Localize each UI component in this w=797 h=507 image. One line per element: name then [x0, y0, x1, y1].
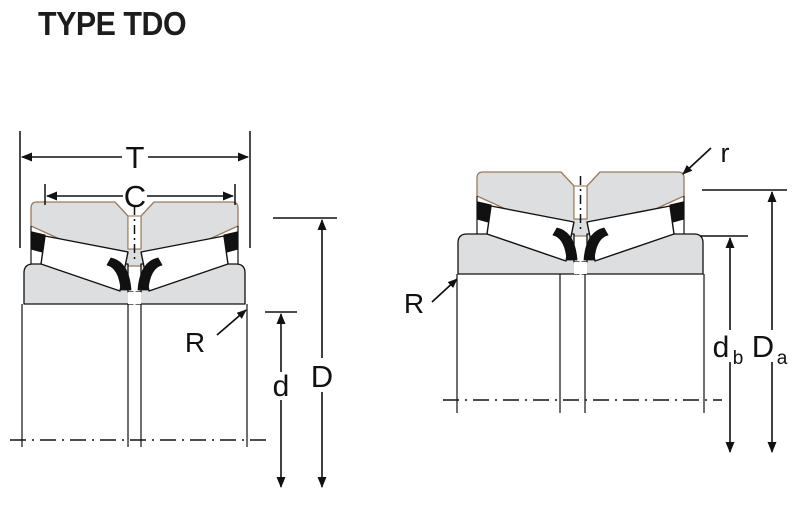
dimension-label-Da-sub: a: [777, 348, 788, 369]
right-tapered-roller: [140, 235, 229, 292]
left-cage-block-2: [476, 201, 492, 223]
dimension-label-R-right: R: [404, 288, 424, 319]
leader-r: r: [682, 138, 730, 175]
cone-spacer-gap-2: [574, 262, 587, 274]
leader-R-left: R: [185, 309, 247, 358]
cone-spacer-gap: [128, 292, 141, 304]
left-figure: T C R d: [10, 131, 337, 488]
left-tapered-roller-2: [486, 205, 575, 262]
left-inner-cage-2: [552, 227, 578, 261]
dimension-label-d: d: [273, 370, 290, 403]
right-figure-extension-lines: [456, 274, 705, 413]
right-inner-cage-2: [583, 227, 609, 261]
double-cup-outer-ring: [30, 201, 239, 267]
dimension-Da: D a: [702, 189, 788, 453]
dimension-label-db-main: d: [713, 331, 730, 364]
dimension-D: D: [273, 217, 337, 488]
right-cage-block: [223, 231, 239, 253]
left-inner-cage: [106, 257, 132, 291]
dimension-label-R-left: R: [185, 327, 205, 358]
left-figure-extension-lines: [21, 304, 248, 447]
right-bearing-assembly: [457, 171, 704, 275]
r-leader-line: [682, 147, 712, 175]
page-title: TYPE TDO: [38, 5, 187, 42]
dimension-label-T: T: [126, 140, 145, 175]
dimension-d: d: [265, 311, 297, 488]
right-tapered-roller-2: [586, 205, 675, 262]
right-inner-cage: [137, 257, 163, 291]
dimension-label-D: D: [311, 359, 333, 394]
double-cup-outer-ring-2: [476, 171, 685, 237]
dimension-label-db-sub: b: [733, 348, 744, 369]
dimension-T: T: [19, 131, 251, 248]
right-figure: r R d b D a: [404, 138, 788, 453]
right-cage-block-2: [669, 201, 685, 223]
left-cage-block: [30, 231, 46, 253]
R-right-leader-line: [431, 278, 458, 303]
dimension-label-Da-main: D: [752, 329, 774, 364]
dimension-C: C: [44, 179, 236, 214]
left-bearing-assembly: [23, 201, 246, 305]
left-tapered-roller: [40, 235, 129, 292]
leader-R-right: R: [404, 278, 458, 319]
dimension-db: d b: [700, 235, 748, 453]
R-left-leader-line: [216, 309, 247, 336]
dimension-label-r: r: [721, 138, 730, 168]
dimension-label-C: C: [124, 179, 146, 214]
